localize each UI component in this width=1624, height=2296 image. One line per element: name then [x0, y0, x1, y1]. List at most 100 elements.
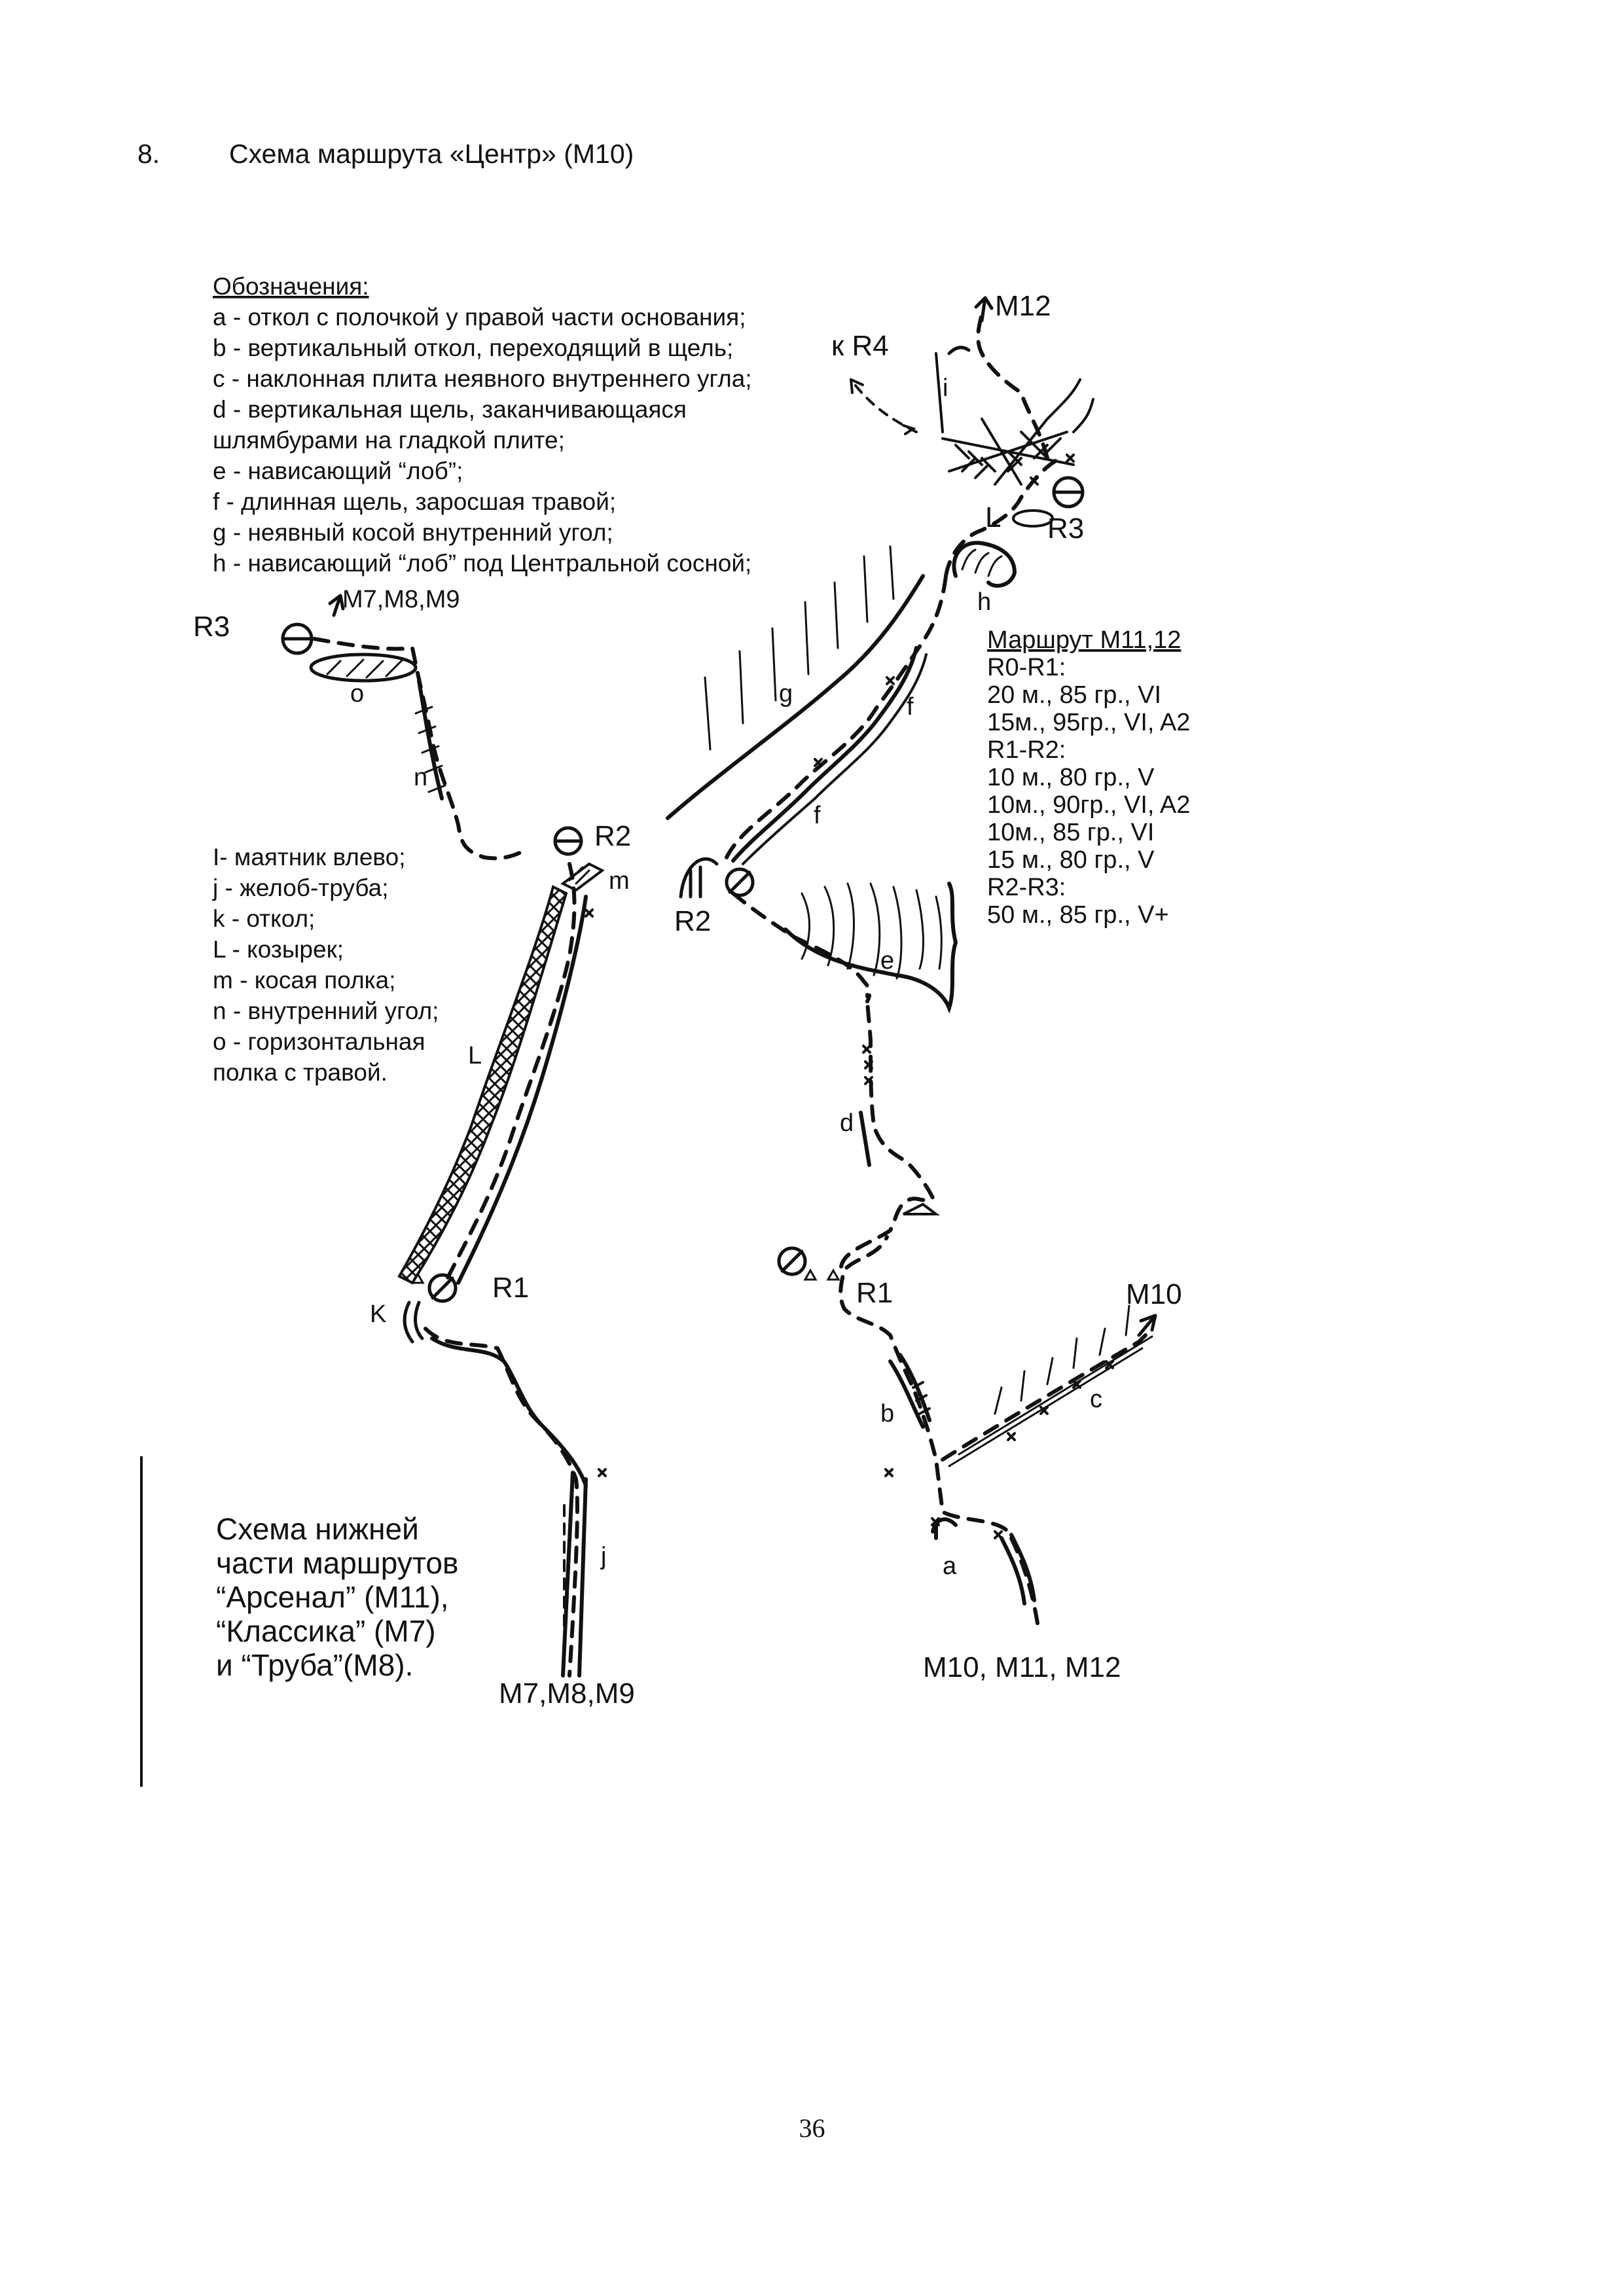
- label-f1: f: [907, 693, 914, 721]
- flake-r2: [679, 857, 719, 899]
- line-i-right: [1046, 378, 1094, 433]
- caption-line: и “Труба”(М8).: [216, 1648, 413, 1682]
- legend-item-g: g - неявный косой внутренний угол;: [213, 519, 613, 546]
- label-a: a: [943, 1552, 957, 1580]
- legend-title: Обозначения:: [213, 273, 369, 300]
- labels: М12 к R4 i R3 L h g f f R2 e d R1 М10 b …: [193, 290, 1182, 1710]
- label-o: o: [350, 680, 364, 708]
- route-dashed-c: [941, 1327, 1154, 1462]
- route-info: Маршрут М11,12 R0-R1: 20 м., 85 гр., VI …: [987, 626, 1190, 929]
- caption-line: “Классика” (М7): [216, 1614, 436, 1648]
- route-dashed-d: [839, 993, 935, 1268]
- route-info-line: R0-R1:: [987, 654, 1066, 681]
- crack-f-2: [742, 653, 928, 865]
- legend-item-b: b - вертикальный откол, переходящий в ще…: [213, 334, 733, 361]
- corner-n: [417, 679, 444, 800]
- grass-strokes-c: [994, 1304, 1130, 1415]
- bolt-marks-right: [814, 454, 1114, 1539]
- route-dashed-bottom: [839, 1235, 1039, 1625]
- label-h: h: [977, 588, 991, 616]
- caption-line: “Арсенал” (М11),: [216, 1580, 449, 1614]
- label-r2-right: R2: [674, 905, 711, 937]
- label-m10: М10: [1126, 1278, 1182, 1310]
- legend-left-item-L: L - козырек;: [213, 936, 344, 963]
- line-i-left: [935, 352, 944, 433]
- overhang-h: [952, 541, 1017, 588]
- legend-left-item-l: I- маятник влево;: [213, 844, 406, 870]
- arrow-m7m8m9: [328, 594, 345, 617]
- legend-item-d-cont: шлямбурами на гладкой плите;: [213, 427, 565, 454]
- route-info-line: R1-R2:: [987, 736, 1066, 764]
- legend-left-item-m: m - косая полка;: [213, 967, 396, 994]
- label-r1-right: R1: [856, 1277, 893, 1309]
- rock-left-bottom: [430, 1336, 588, 1488]
- belay-station-r2-right: [725, 867, 755, 897]
- legend-item-a: a - откол с полочкой у правой части осно…: [213, 304, 746, 331]
- label-g: g: [779, 680, 793, 708]
- label-L-big: L: [468, 1042, 482, 1069]
- route-dashed-left-mid: [443, 862, 577, 1285]
- overhang-e: [784, 882, 958, 1014]
- label-m10-m11-m12: М10, М11, М12: [923, 1651, 1121, 1683]
- route-dashed-m12: [976, 312, 1049, 460]
- ledge-r3: [1012, 509, 1054, 528]
- label-L-small: L: [985, 501, 1001, 533]
- flake-b: [888, 1353, 931, 1429]
- caption-line: части маршрутов: [216, 1546, 458, 1580]
- label-r1-left: R1: [492, 1272, 529, 1304]
- label-m7m8m9-bottom: М7,М8,М9: [499, 1677, 635, 1710]
- route-info-title: Маршрут М11,12: [987, 626, 1181, 654]
- legend-left-item-k: k - откол;: [213, 905, 315, 932]
- route-dashed-left-top: [312, 637, 526, 861]
- legend-left-item-o: o - горизонтальная: [213, 1028, 425, 1055]
- rock-left-mid: [456, 895, 588, 1285]
- arrow-m10: [1137, 1314, 1157, 1337]
- legend-item-e: e - нависающий “лоб”;: [213, 457, 463, 484]
- route-info-line: 10 м., 80 гр., V: [987, 764, 1155, 791]
- label-r3-right: R3: [1047, 512, 1084, 545]
- label-f2: f: [814, 802, 821, 829]
- arrow-m12: [974, 296, 994, 323]
- legend-item-d: d - вертикальная щель, заканчивающаяся: [213, 396, 687, 423]
- label-i: i: [943, 374, 948, 402]
- flake-k: [403, 1300, 424, 1344]
- belay-station-r1-left: [410, 1271, 458, 1303]
- left-scheme: [281, 594, 607, 1677]
- label-e: e: [880, 947, 894, 975]
- label-j: j: [600, 1543, 606, 1570]
- label-k: K: [370, 1300, 386, 1328]
- slab-c: [948, 1335, 1153, 1467]
- label-m7m8m9-top: М7,М8,М9: [342, 586, 460, 613]
- legend-top: Обозначения: a - откол с полочкой у прав…: [213, 273, 752, 577]
- route-info-line: R2-R3:: [987, 874, 1066, 901]
- belay-station-r1-right: [777, 1246, 840, 1281]
- flake-a: [931, 1517, 958, 1540]
- route-dashed-r4: [850, 378, 918, 433]
- legend-left-item-n: n - внутренний угол;: [213, 997, 439, 1024]
- label-c: c: [1090, 1386, 1102, 1413]
- label-r2-left: R2: [594, 820, 631, 852]
- legend-left-item-j: j - желоб-труба;: [212, 874, 389, 901]
- caption-line: Схема нижней: [216, 1512, 419, 1546]
- belay-station-r3-left: [281, 622, 314, 655]
- label-m: m: [609, 867, 630, 895]
- legend-item-h: h - нависающий “лоб” под Центральной сос…: [213, 550, 751, 577]
- belay-station-r2-left: [553, 826, 583, 856]
- legend-left: I- маятник влево; j - желоб-труба; k - о…: [212, 844, 439, 1086]
- right-scheme: [666, 296, 1157, 1625]
- corner-g: [666, 574, 925, 820]
- label-r3-left: R3: [193, 611, 230, 643]
- label-n: n: [414, 764, 427, 791]
- legend-item-f: f - длинная щель, заросшая травой;: [213, 488, 616, 515]
- route-info-line: 10м., 90гр., VI, A2: [987, 791, 1190, 819]
- route-info-line: 20 м., 85 гр., VI: [987, 681, 1161, 709]
- crack-f: [731, 646, 918, 863]
- label-to-r4: к R4: [831, 330, 889, 362]
- legend-left-item-o-cont: полка с травой.: [213, 1059, 388, 1086]
- label-m12: М12: [995, 290, 1051, 322]
- central-pine: [941, 418, 1075, 486]
- route-info-line: 10м., 85 гр., VI: [987, 819, 1154, 846]
- bolt-marks-left: [585, 908, 607, 1477]
- crack-d: [859, 1111, 871, 1167]
